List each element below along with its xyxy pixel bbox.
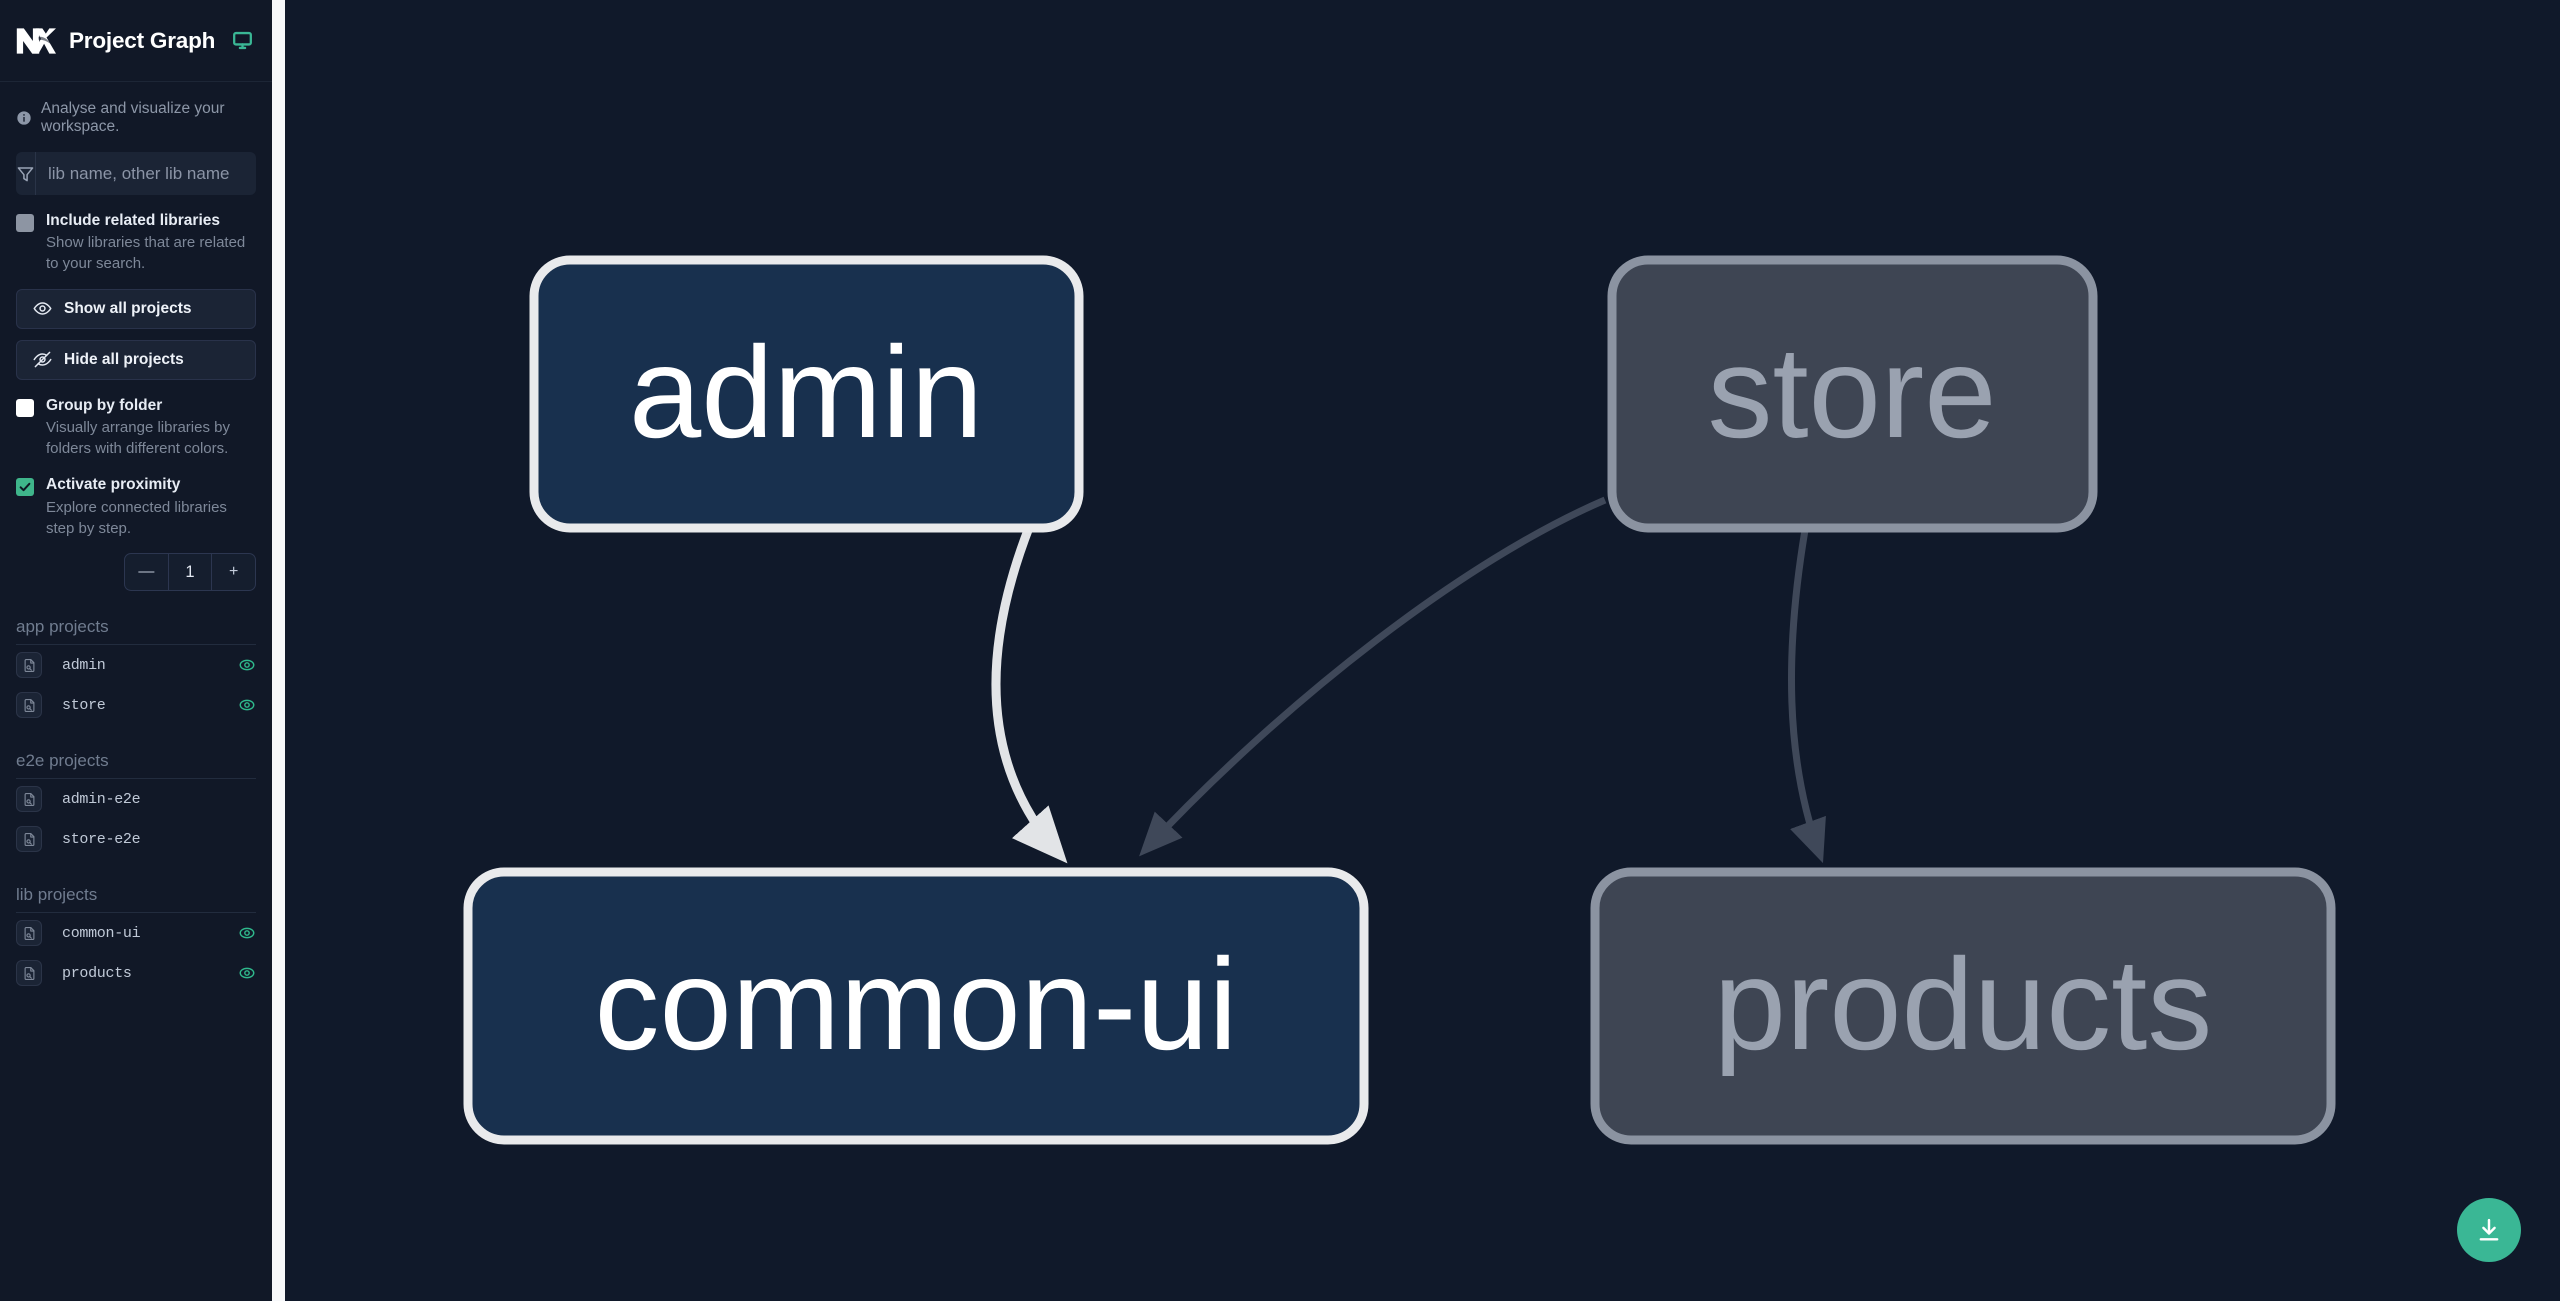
activate-proximity-description: Explore connected libraries step by step… [46,498,227,537]
visibility-buttons: Show all projects Hide all projects [0,275,272,380]
nx-logo-icon [14,19,56,62]
activate-proximity-checkbox[interactable] [16,478,34,497]
project-file-icon [16,652,42,679]
search-row [0,152,272,195]
project-name: common-ui [62,924,141,942]
section-title-lib-projects: lib projects [16,885,256,914]
proximity-decrement-button[interactable]: — [125,554,169,591]
project-name: store-e2e [62,830,141,848]
graph-node-label: admin [629,319,983,465]
project-graph-svg: admin store common-ui products [463,255,2336,1145]
option-include-related-libraries[interactable]: Include related libraries Show libraries… [0,195,272,275]
activate-proximity-label: Activate proximity [46,476,181,494]
project-name: admin [62,656,106,674]
project-file-icon [16,960,42,987]
tagline-text: Analyse and visualize your workspace. [41,100,225,135]
graph-edges [991,496,1826,864]
info-icon [16,110,32,126]
section-e2e-projects: e2e projects admin-e2e [0,725,272,859]
download-icon [2475,1216,2503,1244]
include-related-libraries-description: Show libraries that are related to your … [46,234,246,273]
project-row-admin-e2e[interactable]: admin-e2e [16,779,256,819]
project-row-products[interactable]: products [16,953,256,993]
search-input[interactable] [36,152,256,195]
graph-node-label: store [1707,319,1996,465]
project-name: store [62,696,106,714]
eye-outline-icon[interactable] [238,924,256,942]
graph-node-admin[interactable]: admin [529,255,1084,533]
section-app-projects: app projects admin [0,591,272,725]
edge-admin-to-common-ui [991,523,1068,864]
eye-off-icon [33,350,52,369]
tagline: Analyse and visualize your workspace. [0,82,272,152]
graph-canvas[interactable]: admin store common-ui products [285,0,2560,1301]
filter-icon[interactable] [16,152,36,195]
proximity-increment-button[interactable]: + [229,563,239,581]
group-by-folder-checkbox[interactable] [16,398,34,417]
hide-all-projects-button[interactable]: Hide all projects [16,339,256,380]
section-title-app-projects: app projects [16,617,256,646]
project-name: admin-e2e [62,790,141,808]
project-file-icon [16,692,42,719]
show-all-projects-label: Show all projects [64,299,192,317]
eye-icon [33,299,52,318]
sidebar-scroll-area[interactable]: Project Graph Analyse and visual [0,0,272,1301]
graph-node-store[interactable]: store [1607,255,2098,533]
show-all-projects-button[interactable]: Show all projects [16,288,256,329]
include-related-libraries-label: Include related libraries [46,212,221,229]
edge-store-to-products [1787,529,1826,864]
project-file-icon [16,920,42,947]
graph-node-products[interactable]: products [1590,867,2336,1145]
checkmark-icon [19,483,31,492]
group-by-folder-label: Group by folder [46,396,163,414]
sidebar-resize-handle[interactable] [272,0,285,1301]
option-group-by-folder[interactable]: Group by folder Visually arrange librari… [0,380,272,460]
proximity-stepper[interactable]: — 1 + [124,553,256,592]
project-row-admin[interactable]: admin [16,645,256,685]
project-row-common-ui[interactable]: common-ui [16,913,256,953]
sidebar: Project Graph Analyse and visual [0,0,272,1301]
eye-outline-icon[interactable] [238,656,256,674]
section-lib-projects: lib projects common-ui [0,859,272,993]
eye-outline-icon[interactable] [238,964,256,982]
project-row-store-e2e[interactable]: store-e2e [16,819,256,859]
project-file-icon [16,826,42,853]
group-by-folder-description: Visually arrange libraries by folders wi… [46,418,230,458]
download-graph-button[interactable] [2457,1198,2521,1262]
proximity-value: 1 [169,554,213,591]
hide-all-projects-label: Hide all projects [64,350,184,368]
eye-outline-icon[interactable] [238,696,256,714]
include-related-libraries-checkbox[interactable] [16,214,34,232]
section-title-e2e-projects: e2e projects [16,751,256,780]
project-name: products [62,964,132,982]
search-box[interactable] [16,152,256,195]
option-activate-proximity[interactable]: Activate proximity Explore connected lib… [0,459,272,539]
graph-nodes: admin store common-ui products [463,255,2336,1145]
edge-store-to-common-ui [1139,496,1607,857]
project-row-store[interactable]: store [16,685,256,725]
sidebar-header: Project Graph [0,0,272,82]
monitor-icon[interactable] [228,30,253,51]
proximity-stepper-wrap: — 1 + [0,539,272,592]
project-file-icon [16,786,42,813]
graph-node-label: common-ui [595,931,1238,1077]
page-title: Project Graph [69,27,216,53]
graph-node-common-ui[interactable]: common-ui [463,867,1369,1145]
graph-node-label: products [1714,931,2213,1077]
